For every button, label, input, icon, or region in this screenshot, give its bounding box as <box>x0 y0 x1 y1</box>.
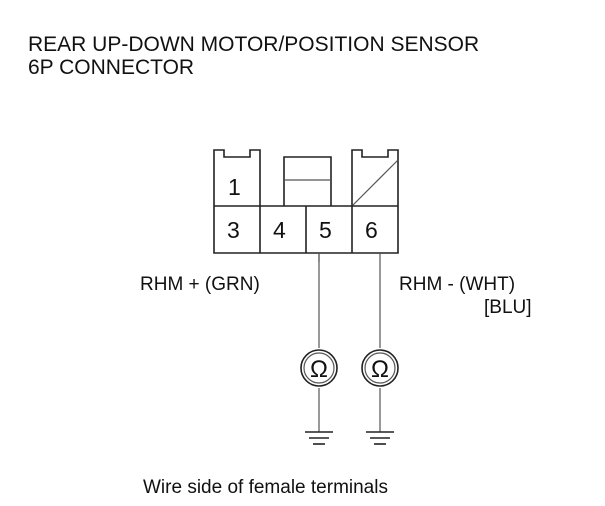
pin-5-label: 5 <box>319 217 332 243</box>
ground-icon <box>366 431 394 445</box>
pin-1-label: 1 <box>228 174 241 200</box>
pin-4-label: 4 <box>273 217 286 243</box>
connector-housing <box>213 149 399 254</box>
caption: Wire side of female terminals <box>143 477 388 498</box>
left-wire-label: RHM + (GRN) <box>140 274 260 295</box>
title-line-1: REAR UP-DOWN MOTOR/POSITION SENSOR <box>28 33 479 56</box>
ohmmeter-icon: Ω <box>361 349 399 387</box>
pin-6-label: 6 <box>365 217 378 243</box>
pin-3-label: 3 <box>227 217 240 243</box>
ohm-symbol-left: Ω <box>310 356 328 383</box>
ohm-symbol-right: Ω <box>371 356 389 383</box>
right-wire-alt-label: [BLU] <box>484 297 532 318</box>
right-wire-label: RHM - (WHT) <box>399 274 515 295</box>
title-line-2: 6P CONNECTOR <box>28 56 194 79</box>
ground-icon <box>305 431 333 445</box>
ohmmeter-icon: Ω <box>300 349 338 387</box>
probe-leads <box>318 253 381 432</box>
